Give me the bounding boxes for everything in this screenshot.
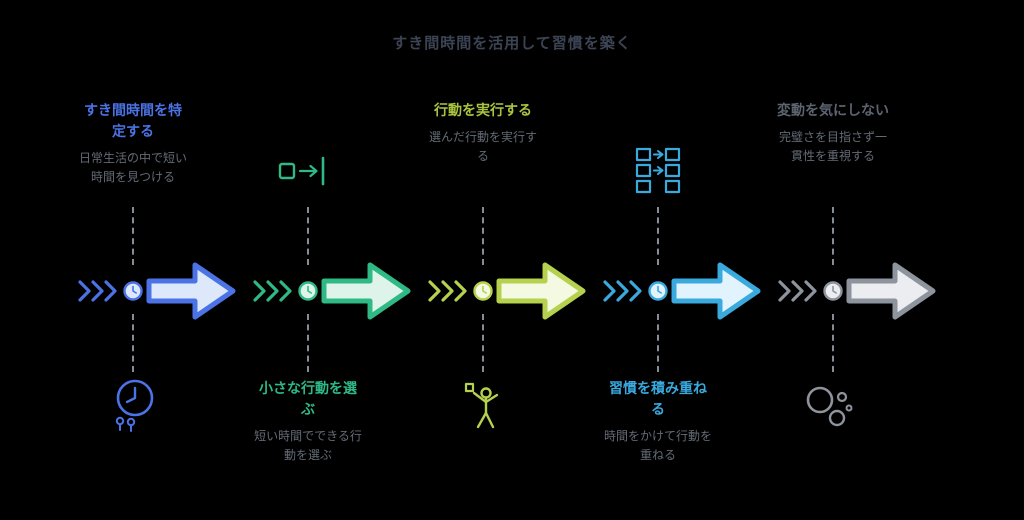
- step-label: 行動を実行する: [434, 102, 532, 118]
- flow-arrow-icon: [845, 256, 939, 326]
- timeline-clock-node: [297, 280, 319, 302]
- flow-arrow-icon: [145, 256, 239, 326]
- dashed-connector-bottom: [482, 314, 484, 372]
- dashed-connector-bottom: [132, 314, 134, 372]
- step-1: すき間時間を特定する 日常生活の中で短い時間を見つける: [33, 0, 236, 520]
- step-4: 習慣を積み重ねる 時間をかけて行動を重ねる: [558, 0, 761, 520]
- triple-chevron-icon: [252, 279, 292, 303]
- triple-chevron-icon: [77, 279, 117, 303]
- dashed-connector-top: [307, 207, 309, 265]
- step-text-block: 習慣を積み重ねる 時間をかけて行動を重ねる: [558, 378, 758, 464]
- step-description: 選んだ行動を実行する: [428, 130, 537, 163]
- dashed-connector-top: [132, 207, 134, 265]
- dashed-connector-bottom: [832, 314, 834, 372]
- flow-arrow-icon: [320, 256, 414, 326]
- step-description: 完璧さを目指さず一貫性を重視する: [778, 130, 887, 163]
- step-text-block: 小さな行動を選ぶ 短い時間でできる行動を選ぶ: [208, 378, 408, 464]
- step-text-block: すき間時間を特定する 日常生活の中で短い時間を見つける: [33, 100, 233, 186]
- step-5: 変動を気にしない 完璧さを目指さず一貫性を重視する: [733, 0, 936, 520]
- stacked-blocks-icon: [634, 146, 682, 196]
- step-description: 時間をかけて行動を重ねる: [603, 429, 712, 462]
- triple-chevron-icon: [427, 279, 467, 303]
- step-description: 短い時間でできる行動を選ぶ: [254, 429, 362, 462]
- step-description: 日常生活の中で短い時間を見つける: [78, 151, 187, 184]
- box-insert-icon: [278, 156, 328, 186]
- step-3: 行動を実行する 選んだ行動を実行する: [383, 0, 586, 520]
- dashed-connector-bottom: [307, 314, 309, 372]
- timeline-clock-node: [647, 280, 669, 302]
- step-label: すき間時間を特定する: [84, 102, 182, 139]
- dashed-connector-top: [482, 207, 484, 265]
- step-label: 変動を気にしない: [777, 102, 889, 118]
- clock-icon: [106, 376, 160, 432]
- step-label: 習慣を積み重ねる: [609, 380, 707, 417]
- timeline-clock-node: [472, 280, 494, 302]
- timeline-clock-node: [122, 280, 144, 302]
- bubbles-icon: [805, 380, 857, 436]
- timeline-clock-node: [822, 280, 844, 302]
- dashed-connector-top: [657, 207, 659, 265]
- step-text-block: 行動を実行する 選んだ行動を実行する: [383, 100, 583, 165]
- diagram-title: すき間時間を活用して習慣を築く: [392, 35, 632, 52]
- person-celebrating-icon: [461, 382, 505, 432]
- dashed-connector-top: [832, 207, 834, 265]
- triple-chevron-icon: [777, 279, 817, 303]
- step-2: 小さな行動を選ぶ 短い時間でできる行動を選ぶ: [208, 0, 411, 520]
- dashed-connector-bottom: [657, 314, 659, 372]
- step-label: 小さな行動を選ぶ: [259, 380, 357, 417]
- triple-chevron-icon: [602, 279, 642, 303]
- flow-arrow-icon: [670, 256, 764, 326]
- step-text-block: 変動を気にしない 完璧さを目指さず一貫性を重視する: [733, 100, 933, 165]
- flow-arrow-icon: [495, 256, 589, 326]
